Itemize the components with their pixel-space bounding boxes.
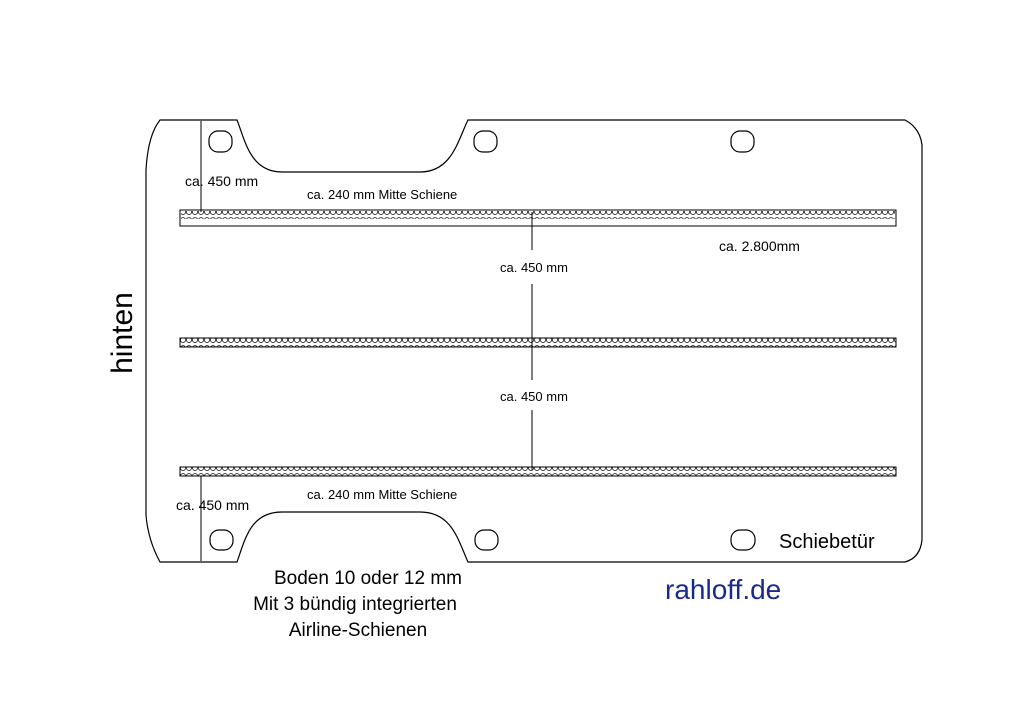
mount-hole-top-1 [208, 130, 233, 153]
label-length: ca. 2.800mm [719, 238, 800, 254]
caption-line-3: Airline-Schienen [288, 620, 428, 641]
airline-rail-middle [179, 337, 897, 348]
airline-rail-bottom [179, 466, 897, 477]
label-bottom-rail-center: ca. 240 mm Mitte Schiene [307, 487, 458, 502]
mount-hole-top-3 [730, 130, 755, 153]
mount-hole-bottom-1 [209, 529, 234, 551]
airline-rail-top [179, 209, 897, 227]
caption-line-1: Boden 10 oder 12 mm [273, 568, 462, 589]
mount-hole-bottom-3 [730, 529, 756, 551]
label-bottom-left-dimension: ca. 450 mm [176, 497, 250, 513]
label-sliding-door: Schiebetür [779, 531, 875, 553]
label-top-left-dimension: ca. 450 mm [185, 173, 259, 189]
label-top-rail-center: ca. 240 mm Mitte Schiene [307, 187, 458, 202]
label-spacing-upper: ca. 450 mm [500, 260, 568, 275]
brand-logo-text: rahloff.de [665, 574, 782, 605]
mount-hole-top-2 [473, 130, 498, 153]
mount-hole-bottom-2 [474, 529, 499, 551]
caption-line-2: Mit 3 bündig integrierten [253, 594, 457, 615]
floor-outline [145, 119, 923, 563]
label-rear: hinten [106, 292, 139, 374]
label-spacing-lower: ca. 450 mm [500, 389, 568, 404]
